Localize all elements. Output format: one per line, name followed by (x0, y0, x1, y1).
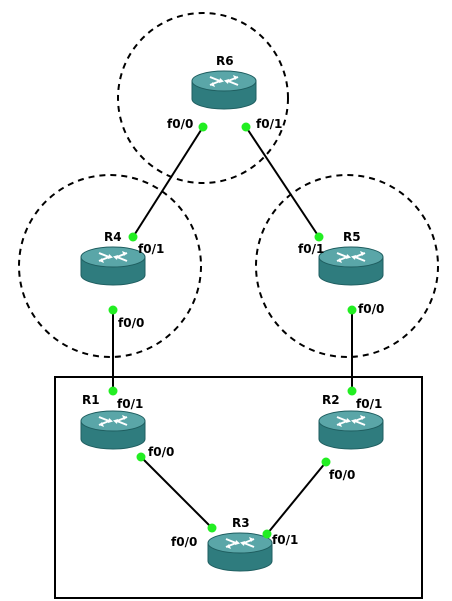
port-label-r4-f01: f0/1 (138, 242, 164, 256)
link-r6-r5 (245, 126, 320, 238)
router-label-r2: R2 (322, 393, 340, 407)
port-dot-r3-f00 (207, 523, 217, 533)
port-dot-r6-f01 (241, 122, 251, 132)
r4-area-circle (18, 174, 202, 358)
router-r1[interactable] (80, 410, 146, 450)
router-r5[interactable] (318, 246, 384, 286)
port-label-r1-f01: f0/1 (117, 397, 143, 411)
port-label-r5-f00: f0/0 (358, 302, 384, 316)
port-label-r2-f01: f0/1 (356, 397, 382, 411)
port-label-r1-f00: f0/0 (148, 445, 174, 459)
link-r6-r4 (132, 126, 204, 238)
port-label-r5-f01: f0/1 (298, 242, 324, 256)
port-dot-r4-f00 (108, 305, 118, 315)
port-dot-r3-f01 (262, 529, 272, 539)
router-r3[interactable] (207, 532, 273, 572)
port-dot-r2-f00 (321, 457, 331, 467)
port-label-r3-f01: f0/1 (272, 533, 298, 547)
port-dot-r5-f01 (314, 232, 324, 242)
link-r2-r3 (266, 461, 327, 535)
router-label-r6: R6 (216, 54, 234, 68)
port-label-r4-f00: f0/0 (118, 316, 144, 330)
port-dot-r4-f01 (128, 232, 138, 242)
port-label-r2-f00: f0/0 (329, 468, 355, 482)
router-r2[interactable] (318, 410, 384, 450)
router-label-r3: R3 (232, 516, 250, 530)
router-label-r5: R5 (343, 230, 361, 244)
port-dot-r1-f00 (136, 452, 146, 462)
router-r6[interactable] (191, 70, 257, 110)
port-label-r6-f00: f0/0 (167, 117, 193, 131)
port-dot-r5-f00 (347, 305, 357, 315)
r6-area-circle (117, 12, 289, 184)
router-r4[interactable] (80, 246, 146, 286)
port-label-r6-f01: f0/1 (256, 117, 282, 131)
link-r1-r3 (140, 456, 213, 529)
r1-r2-r3-area-box (54, 376, 423, 599)
port-dot-r6-f00 (198, 122, 208, 132)
router-label-r1: R1 (82, 393, 100, 407)
router-label-r4: R4 (104, 230, 122, 244)
port-dot-r1-f01 (108, 386, 118, 396)
port-dot-r2-f01 (347, 386, 357, 396)
port-label-r3-f00: f0/0 (171, 535, 197, 549)
r5-area-circle (255, 174, 439, 358)
